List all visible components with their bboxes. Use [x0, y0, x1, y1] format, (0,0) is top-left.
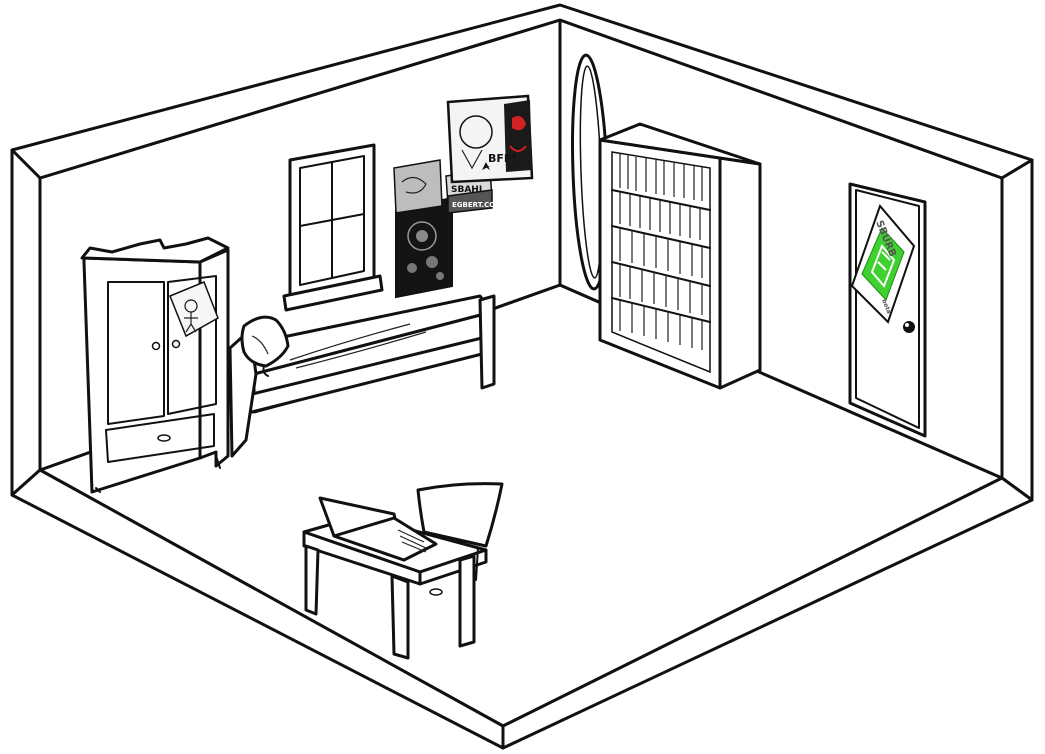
poster-bff[interactable]: BFF!: [446, 94, 534, 184]
desk-chair[interactable]: [416, 482, 504, 596]
wardrobe-poster[interactable]: [169, 281, 219, 338]
door-knob[interactable]: [903, 321, 915, 333]
right-wall-edge: [1000, 158, 1034, 502]
bed[interactable]: [228, 294, 496, 458]
poster-sign-label: EGBERT.CO: [452, 201, 495, 209]
poster-small-label: SBAHJ: [451, 185, 482, 195]
poster-grey[interactable]: [393, 159, 443, 214]
left-wall-edge: [10, 148, 42, 497]
wardrobe[interactable]: [80, 236, 230, 494]
floor-edge-right: [501, 476, 1034, 750]
poster-bff-label: BFF!: [488, 152, 516, 165]
window[interactable]: [282, 143, 384, 312]
poster-sign[interactable]: EGBERT.CO: [447, 189, 495, 214]
poster-dark[interactable]: [395, 196, 453, 299]
sburb-sign[interactable]: SBURB beta: [850, 204, 916, 324]
pillow[interactable]: [240, 315, 290, 368]
laptop[interactable]: [318, 496, 438, 562]
bookshelf[interactable]: [598, 122, 762, 390]
